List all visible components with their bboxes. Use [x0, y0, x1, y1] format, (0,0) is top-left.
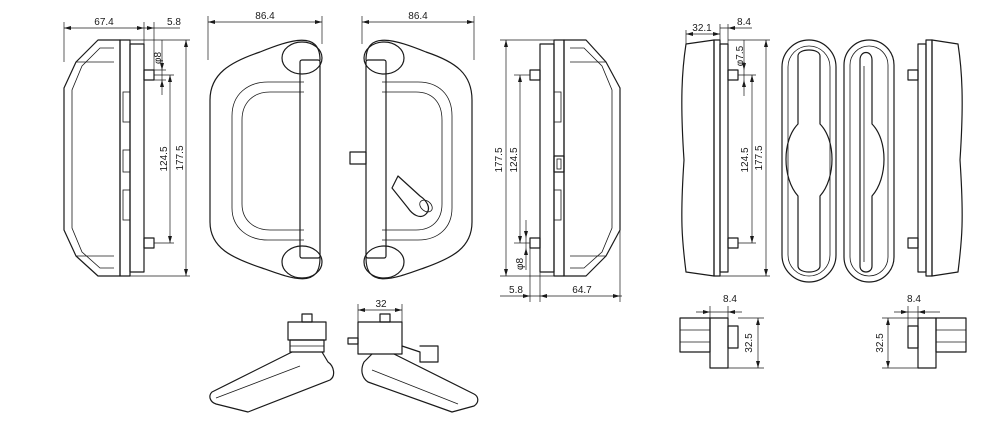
dim-v1-width: 67.4 [94, 17, 114, 28]
view-5-flush-side [681, 24, 770, 277]
dim-v4-outer: 177.5 [494, 147, 505, 172]
dim-v1-outer: 177.5 [175, 145, 186, 170]
view-1-side [63, 22, 190, 277]
view-6-flush-front [781, 39, 837, 283]
dim-v9-gap: 8.4 [907, 294, 921, 305]
dim-v3-width: 86.4 [408, 11, 428, 22]
dim-v5-offset: 8.4 [737, 17, 751, 28]
view-2-front-left [207, 16, 323, 280]
dim-v4-offset: 5.8 [509, 285, 523, 296]
dim-v1-offset: 5.8 [167, 17, 181, 28]
dim-v4-inner: 124.5 [509, 147, 520, 172]
view-4-side [500, 39, 622, 302]
dim-v5-pin: φ7.5 [735, 45, 746, 66]
dim-v5-width: 32.1 [692, 23, 712, 34]
dim-v5-inner: 124.5 [740, 147, 751, 172]
dim-v1-pin: φ8 [153, 52, 164, 64]
view-7-flush-front [843, 39, 895, 283]
dim-v8-gap: 8.4 [723, 294, 737, 305]
dim-v1-inner: 124.5 [159, 146, 170, 171]
view-10-section-right [882, 306, 967, 369]
dim-v2-width: 86.4 [255, 11, 275, 22]
dim-v4-width: 64.7 [572, 285, 592, 296]
view-3-front-right [349, 16, 475, 280]
lever-handle-right [347, 304, 479, 413]
dim-v9-height: 32.5 [875, 333, 886, 353]
dim-v8-height: 32.5 [744, 333, 755, 353]
view-8-flush-side [907, 39, 963, 277]
view-9-section-left [679, 306, 764, 369]
lever-handle-left [209, 313, 335, 413]
dim-v5-outer: 177.5 [754, 145, 765, 170]
dim-lever-width: 32 [375, 299, 387, 310]
dim-v4-pin: φ8 [515, 258, 526, 270]
